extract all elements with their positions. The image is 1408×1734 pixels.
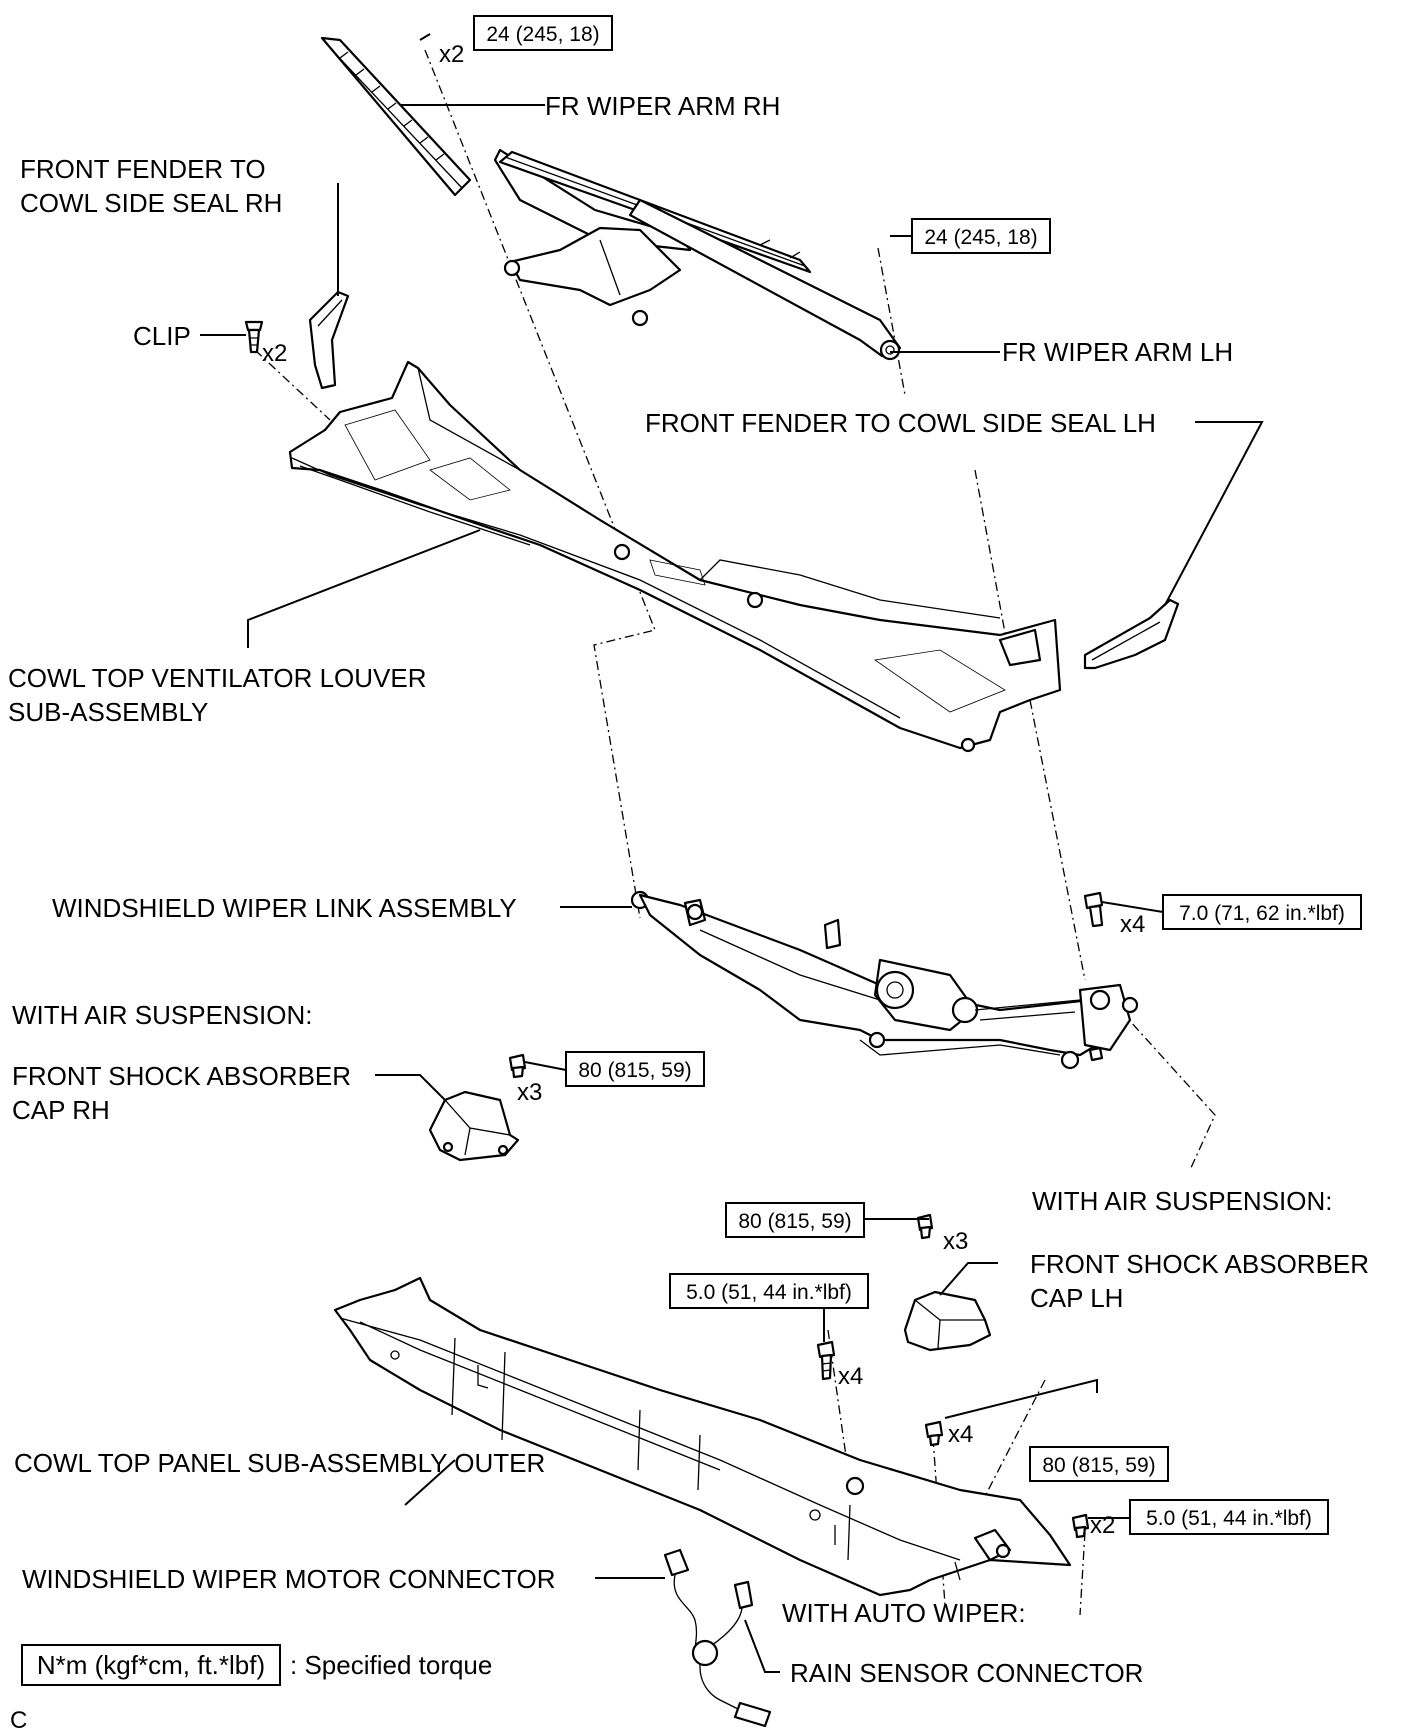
torque-value: 24 (245, 18) [924,226,1037,249]
label-clip: CLIP [133,321,191,351]
cowl-side-seal-rh [308,290,350,390]
label-wiper-link: WINDSHIELD WIPER LINK ASSEMBLY [52,893,517,923]
clip [244,320,264,354]
qty-arm-rh: x2 [439,41,464,68]
torque-legend: N*m (kgf*cm, ft.*lbf) : Specified torque [21,1644,492,1686]
label-shock-cap-lh-line2: CAP LH [1030,1283,1123,1313]
label-shock-cap-rh-line2: CAP RH [12,1095,110,1125]
cowl-top-ventilator-louver [288,360,1062,753]
legend-unit-box: N*m (kgf*cm, ft.*lbf) [37,1650,265,1680]
qty-panel-small: x2 [1090,1512,1115,1539]
qty-clip: x2 [262,340,287,367]
label-with-air-suspension-rh: WITH AIR SUSPENSION: [12,1000,313,1030]
torque-box-arm-rh: 24 (245, 18) [473,15,613,51]
torque-value: 80 (815, 59) [1042,1454,1155,1477]
cowl-top-panel-outer [333,1276,1072,1597]
rain-sensor-connector [691,1607,772,1728]
corner-code: C [10,1707,27,1734]
windshield-wiper-link-assembly [630,890,1139,1070]
label-fr-wiper-arm-rh: FR WIPER ARM RH [545,91,780,121]
label-with-auto-wiper: WITH AUTO WIPER: [782,1598,1026,1628]
label-fr-wiper-arm-lh: FR WIPER ARM LH [1002,337,1233,367]
alignment-lines [254,49,1216,1616]
torque-box-panel-bolt: 5.0 (51, 44 in.*lbf) [669,1273,869,1309]
label-shock-cap-lh-line1: FRONT SHOCK ABSORBER [1030,1249,1369,1279]
fr-wiper-arm-lh [498,150,902,361]
torque-box-cap-lh: 80 (815, 59) [725,1202,865,1238]
qty-panel-nut: x4 [948,1421,973,1448]
label-rain-sensor-connector: RAIN SENSOR CONNECTOR [790,1658,1143,1688]
wiper-motor-connector [663,1548,754,1661]
torque-box-link: 7.0 (71, 62 in.*lbf) [1162,894,1362,930]
torque-box-panel-nut: 80 (815, 59) [1029,1446,1169,1482]
label-with-air-suspension-lh: WITH AIR SUSPENSION: [1032,1186,1333,1216]
torque-value: 5.0 (51, 44 in.*lbf) [686,1281,852,1304]
fr-wiper-arm-rh [320,36,692,327]
cowl-side-seal-lh [1083,598,1180,670]
torque-value: 5.0 (51, 44 in.*lbf) [1146,1507,1312,1530]
torque-value: 80 (815, 59) [738,1210,851,1233]
part-labels: FR WIPER ARM RH FRONT FENDER TO COWL SID… [8,91,1369,1688]
label-cowl-louver-line2: SUB-ASSEMBLY [8,697,208,727]
label-cowl-side-seal-rh-line1: FRONT FENDER TO [20,154,266,184]
front-shock-absorber-cap-lh [903,1213,992,1352]
torque-box-arm-lh: 24 (245, 18) [911,218,1051,254]
qty-cap-rh: x3 [517,1079,542,1106]
front-shock-absorber-cap-rh [428,1053,527,1162]
label-wiper-motor-connector: WINDSHIELD WIPER MOTOR CONNECTOR [22,1564,556,1594]
torque-value: 7.0 (71, 62 in.*lbf) [1179,902,1345,925]
qty-panel-bolt: x4 [838,1363,863,1390]
label-cowl-panel-outer: COWL TOP PANEL SUB-ASSEMBLY OUTER [14,1448,545,1478]
qty-link: x4 [1120,911,1145,938]
label-cowl-side-seal-lh: FRONT FENDER TO COWL SIDE SEAL LH [645,408,1156,438]
link-bolts [1083,891,1104,928]
qty-cap-lh: x3 [943,1228,968,1255]
leader-lines [200,33,1264,1673]
torque-box-cap-rh: 80 (815, 59) [565,1051,705,1087]
torque-box-panel-small: 5.0 (51, 44 in.*lbf) [1129,1499,1329,1535]
quantity-marks: x2 x2 x4 x3 x3 x4 x4 x2 [262,41,1145,1539]
torque-value: 80 (815, 59) [578,1059,691,1082]
label-cowl-louver-line1: COWL TOP VENTILATOR LOUVER [8,663,427,693]
label-shock-cap-rh-line1: FRONT SHOCK ABSORBER [12,1061,351,1091]
label-cowl-side-seal-rh-line2: COWL SIDE SEAL RH [20,188,282,218]
torque-value: 24 (245, 18) [486,23,599,46]
legend-description: : Specified torque [290,1650,492,1680]
panel-fasteners [816,1340,1090,1539]
